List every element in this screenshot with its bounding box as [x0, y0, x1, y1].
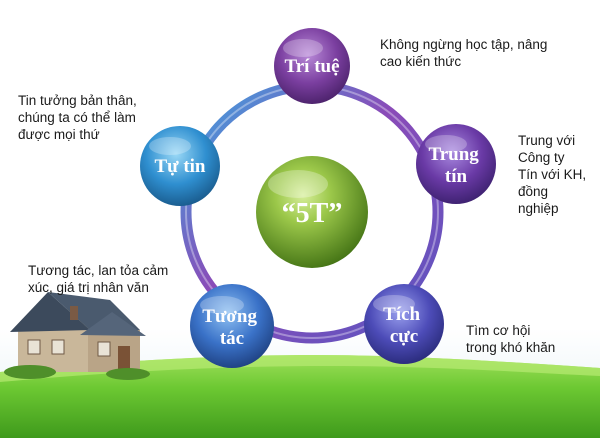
node-label-line: Tự tin: [155, 156, 206, 177]
grass-field: [0, 354, 600, 438]
node-label-line: Tích: [383, 304, 420, 325]
caption-tu-tin: Tin tưởng bản thân, chúng ta có thể làm …: [18, 93, 137, 142]
node-trung-tin: Trung tín: [416, 124, 496, 204]
node-label: Tích cực: [383, 304, 425, 347]
house-illustration: [4, 292, 150, 380]
caption-tri-tue: Không ngừng học tập, nâng cao kiến thức: [380, 37, 548, 69]
grass-highlight: [0, 354, 600, 382]
node-label-line: Trung: [428, 144, 479, 165]
node-label: Tương tác: [202, 306, 261, 349]
node-tri-tue: Trí tuệ: [274, 28, 350, 104]
center-label: “5T”: [282, 198, 343, 229]
node-tuong-tac: Tương tác: [190, 284, 274, 368]
caption-tuong-tac: Tương tác, lan tỏa cảm xúc, giá trị nhân…: [28, 263, 169, 295]
node-label-line: Trí tuệ: [284, 56, 339, 77]
node-label-line: Tương: [202, 306, 257, 327]
node-label-line: tác: [220, 328, 244, 349]
node-tu-tin: Tự tin: [140, 126, 220, 206]
caption-trung-tin: Trung với Công ty Tín với KH, đồng nghiệ…: [518, 133, 587, 216]
node-label: Trung tín: [428, 144, 483, 187]
node-label: Tự tin: [155, 156, 206, 177]
node-label: Trí tuệ: [284, 56, 339, 77]
node-label-line: cực: [390, 326, 418, 347]
center-sphere: “5T”: [256, 156, 368, 268]
node-label-line: tín: [445, 166, 468, 187]
caption-tich-cuc: Tìm cơ hội trong khó khăn: [466, 323, 556, 355]
node-tich-cuc: Tích cực: [364, 284, 444, 364]
